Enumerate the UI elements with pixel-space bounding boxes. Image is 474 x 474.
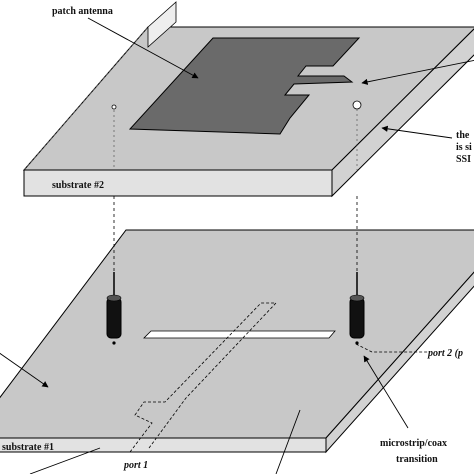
right-coax-probe [349, 272, 365, 345]
label-patch-antenna: patch antenna [52, 6, 113, 17]
label-port-1: port 1 [123, 460, 148, 471]
microstrip-feed-line [129, 302, 277, 453]
lower-substrate-side-face [325, 271, 474, 454]
coupling-slot [143, 330, 336, 339]
arrow-patch-antenna [87, 17, 199, 79]
upper-substrate-back-wall [147, 1, 177, 48]
arrow-lower-center [275, 409, 301, 474]
patch-antenna-shape [128, 37, 361, 135]
upper-substrate-side-face [331, 28, 474, 198]
arrow-right-note [381, 125, 453, 139]
upper-probe-hole-left [111, 104, 117, 110]
label-microstrip-1: microstrip/coax [380, 438, 447, 449]
lower-substrate [0, 229, 474, 454]
arrow-feed-point [361, 59, 474, 85]
label-port-2: port 2 (p [427, 348, 463, 359]
label-right-note-2: is si [456, 142, 472, 153]
label-right-note-1: the [456, 130, 470, 141]
arrow-microstrip-transition [363, 355, 409, 429]
label-right-note-3: SSI [456, 154, 471, 165]
label-microstrip-2: transition [396, 454, 438, 465]
label-substrate-1: substrate #1 [2, 442, 54, 453]
arrow-lower-left [29, 447, 101, 474]
arrow-left-ground [0, 352, 49, 388]
upper-probe-hole-right [352, 100, 362, 110]
left-coax-probe [106, 272, 122, 345]
port-2-microstrip-stub [355, 343, 430, 353]
label-substrate-2: substrate #2 [52, 180, 104, 191]
